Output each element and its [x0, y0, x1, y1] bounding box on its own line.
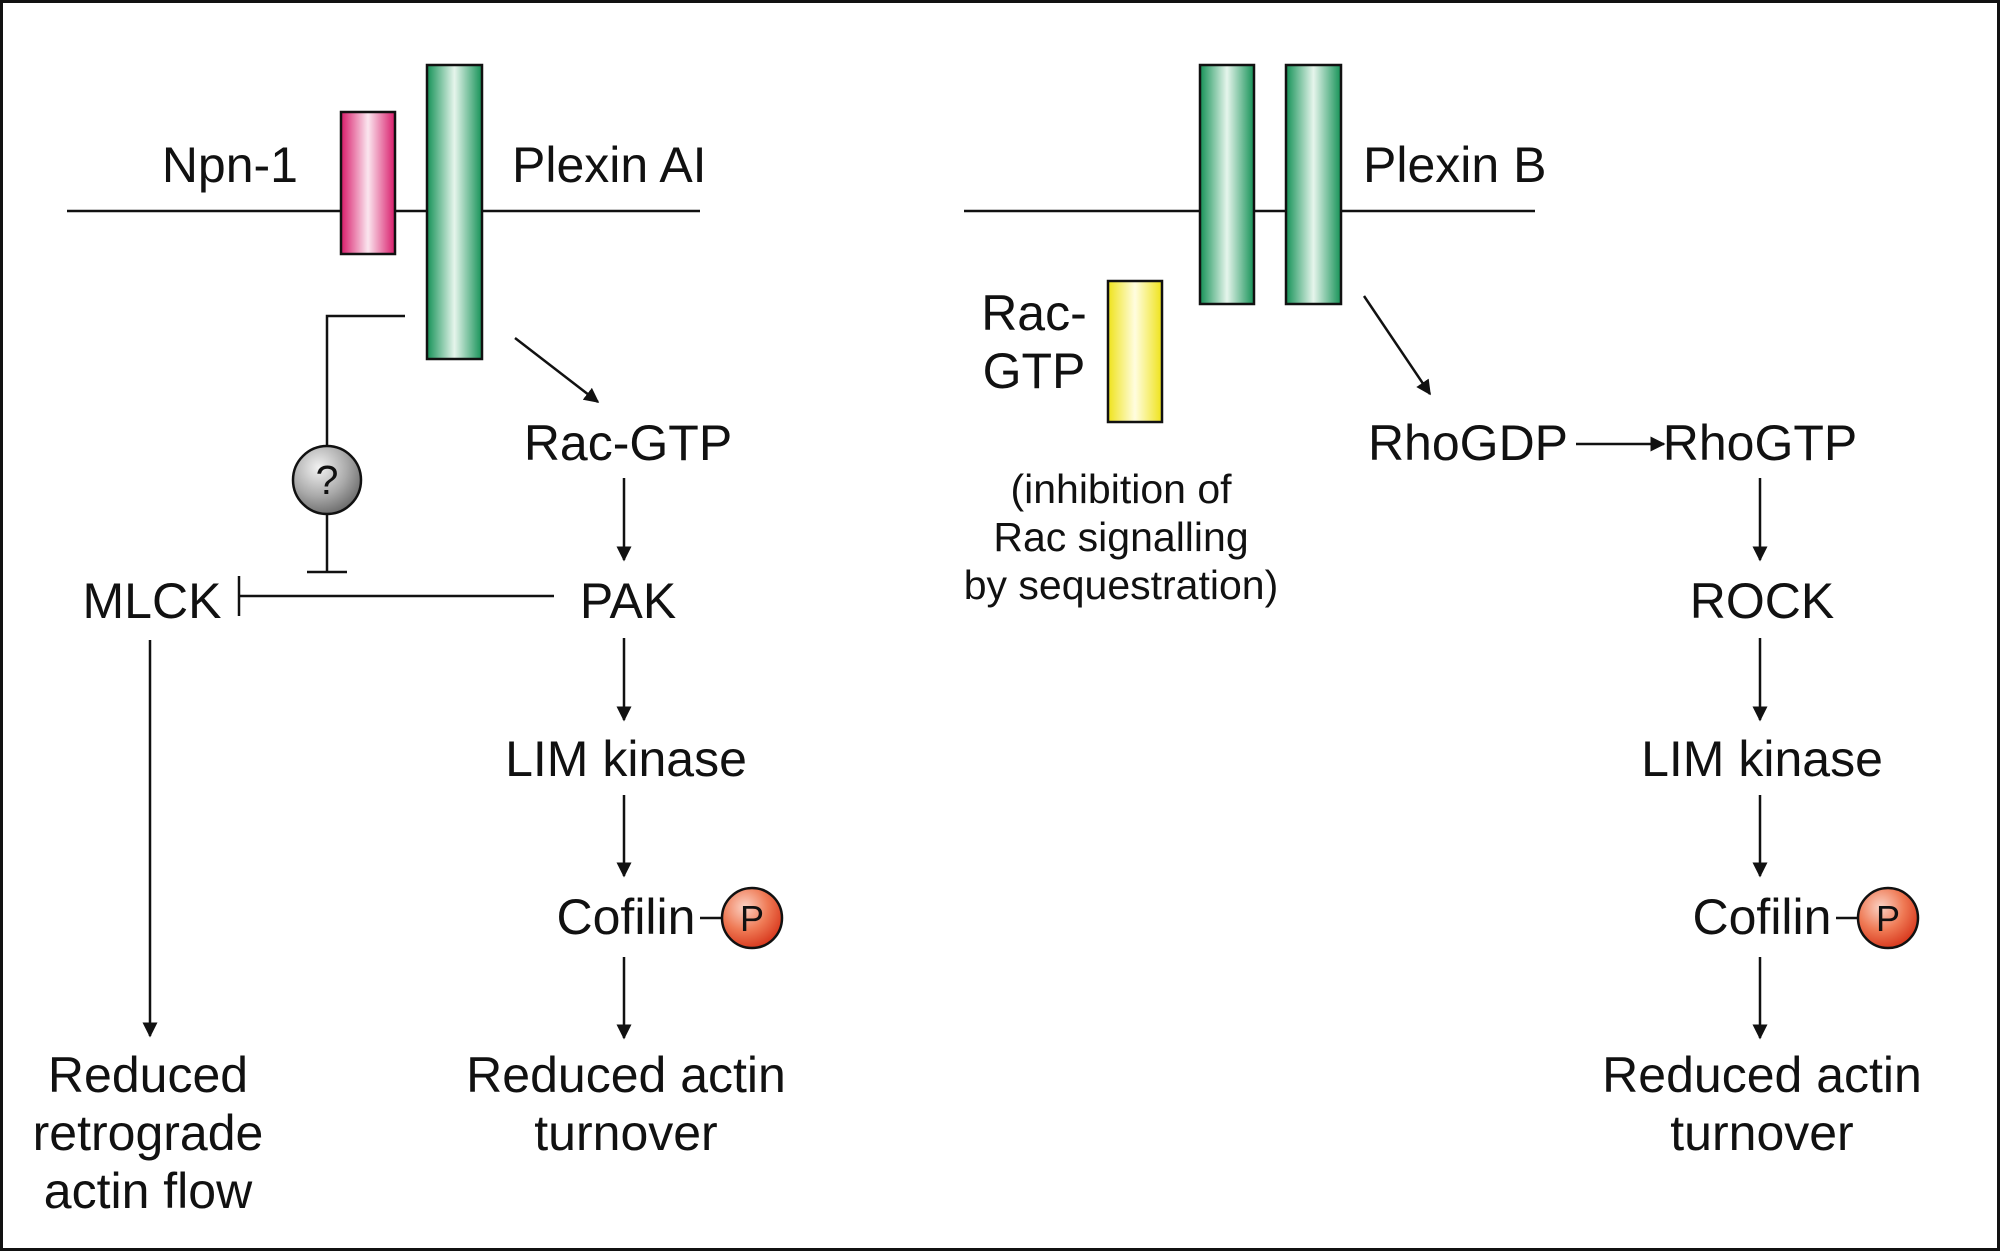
rac-gtp-node: Rac-GTP — [524, 415, 732, 471]
outcome-right-line-2: turnover — [1670, 1105, 1853, 1161]
phospho-label-right: P — [1876, 898, 1900, 939]
lim-kinase-node-right: LIM kinase — [1641, 731, 1883, 787]
outcome-mid-line-1: Reduced actin — [466, 1047, 786, 1103]
plexin-b-receptor-2 — [1284, 63, 1343, 306]
outcome-left-line-1: Reduced — [48, 1047, 248, 1103]
arrow-plexinb-to-rhogdp — [1362, 295, 1432, 396]
unknown-factor-mark: ? — [316, 457, 339, 503]
phospho-label-left: P — [740, 898, 764, 939]
phospho-circle-left — [720, 886, 784, 950]
rac-gtp-label-line-1: Rac- — [981, 285, 1087, 341]
rac-gtp-label-line-2: GTP — [983, 343, 1086, 399]
outcome-left-line-2: retrograde — [33, 1105, 264, 1161]
cofilin-node-right: Cofilin — [1693, 889, 1832, 945]
cofilin-node-left: Cofilin — [557, 889, 696, 945]
rho-gtp-node: RhoGTP — [1663, 415, 1858, 471]
npn1-label: Npn-1 — [162, 137, 298, 193]
outcome-mid-line-2: turnover — [534, 1105, 717, 1161]
phospho-circle-right — [1856, 886, 1920, 950]
plexin-a1-label: Plexin AI — [512, 137, 707, 193]
mlck-node: MLCK — [83, 573, 222, 629]
rock-node: ROCK — [1690, 573, 1834, 629]
plexin-b-label: Plexin B — [1363, 137, 1546, 193]
rho-gdp-node: RhoGDP — [1368, 415, 1568, 471]
arrow-plexin-to-racgtp — [514, 337, 600, 403]
unknown-branch-line — [325, 314, 405, 455]
sequestration-note-line-1: (inhibition of — [1010, 466, 1232, 512]
npn1-receptor — [339, 110, 397, 256]
rac-gtp-sequestered — [1106, 279, 1164, 424]
outcome-right-line-1: Reduced actin — [1602, 1047, 1922, 1103]
sequestration-note-line-2: Rac signalling — [993, 514, 1248, 560]
outcome-left-line-3: actin flow — [44, 1163, 253, 1219]
sequestration-note-line-3: by sequestration) — [964, 562, 1279, 608]
pak-node: PAK — [580, 573, 676, 629]
lim-kinase-node-left: LIM kinase — [505, 731, 747, 787]
plexin-b-receptor-1 — [1198, 63, 1256, 306]
plexin-a1-receptor — [425, 63, 484, 361]
